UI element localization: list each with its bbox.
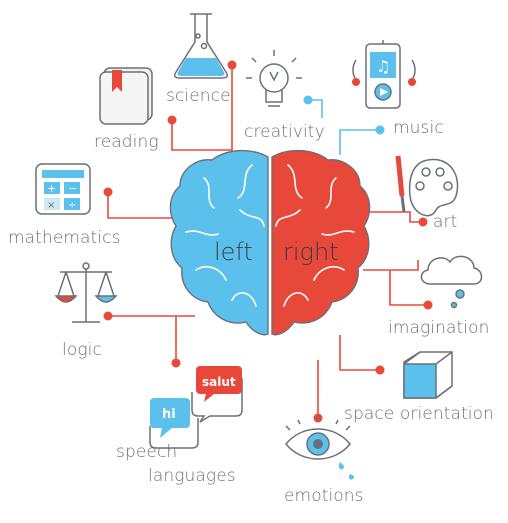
music-connector [339,129,380,155]
speech-bubbles-icon: salut hi [149,366,243,449]
imagination-dot [423,300,433,310]
music-player-icon: ♫ [352,40,416,109]
svg-text:♫: ♫ [376,57,390,76]
label-art: art [433,212,458,232]
imagination-connector-1 [363,260,419,271]
label-languages: languages [148,466,236,486]
creativity-connector [308,99,323,118]
cube-icon [403,351,453,399]
right-hemisphere-label: right [283,238,339,266]
eye-icon [285,416,354,480]
svg-text:×: × [47,200,55,211]
svg-text:−: − [68,182,77,195]
music-dot [375,125,385,135]
brain-right-hemisphere [271,149,371,336]
label-space-orientation: space orientation [344,404,494,424]
space-connector [339,335,380,371]
reading-dot [167,115,177,125]
cloud-icon [420,255,483,309]
label-mathematics: mathematics [8,228,121,248]
imagination-connector-2 [389,270,428,306]
space-dot [375,365,385,375]
art-dot [418,217,428,227]
logic-dot [103,311,113,321]
label-science: science [166,86,231,106]
reading-connector [171,120,232,151]
label-reading: reading [94,132,159,152]
bubble-hi: hi [162,407,176,422]
brain-left-hemisphere [169,149,269,336]
science-dot [227,60,237,70]
creativity-dot [303,95,313,105]
label-logic: logic [62,340,102,360]
mathematics-connector [107,192,180,219]
speech-dot [171,358,181,368]
mathematics-dot [103,187,113,197]
book-icon [99,67,153,125]
bubble-salut: salut [202,375,236,389]
flask-icon [173,13,229,79]
scales-icon [54,262,118,323]
svg-text:÷: ÷ [68,200,76,211]
calculator-icon: + − × ÷ [35,163,91,215]
art-connector [360,211,423,223]
palette-icon [395,155,459,217]
svg-text:+: + [47,182,56,195]
label-speech: speech [116,442,178,462]
connector-lines [103,60,433,423]
brain [169,149,371,336]
label-music: music [393,118,444,138]
label-emotions: emotions [284,486,364,506]
lightbulb-icon [246,50,302,107]
label-imagination: imagination [388,318,490,338]
label-creativity: creativity [244,122,325,142]
left-hemisphere-label: left [214,238,253,266]
brain-folds [185,164,355,307]
